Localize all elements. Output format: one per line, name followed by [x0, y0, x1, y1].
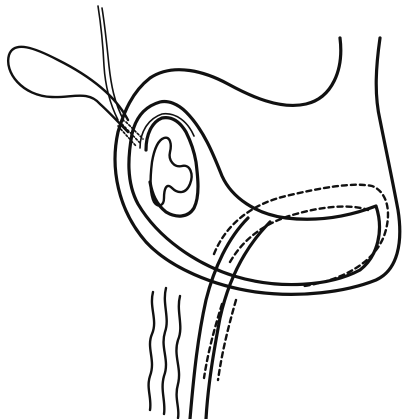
bottom-strand-b	[163, 288, 167, 414]
upper-left-sac-outline	[8, 47, 128, 132]
organ-inner-contour	[129, 101, 380, 284]
bottom-strand-c	[176, 296, 180, 418]
central-inner-squiggle	[151, 138, 192, 206]
bottom-strand-a	[149, 292, 155, 410]
upper-duct-line-right	[102, 8, 124, 121]
organ-outer-contour	[115, 38, 400, 294]
